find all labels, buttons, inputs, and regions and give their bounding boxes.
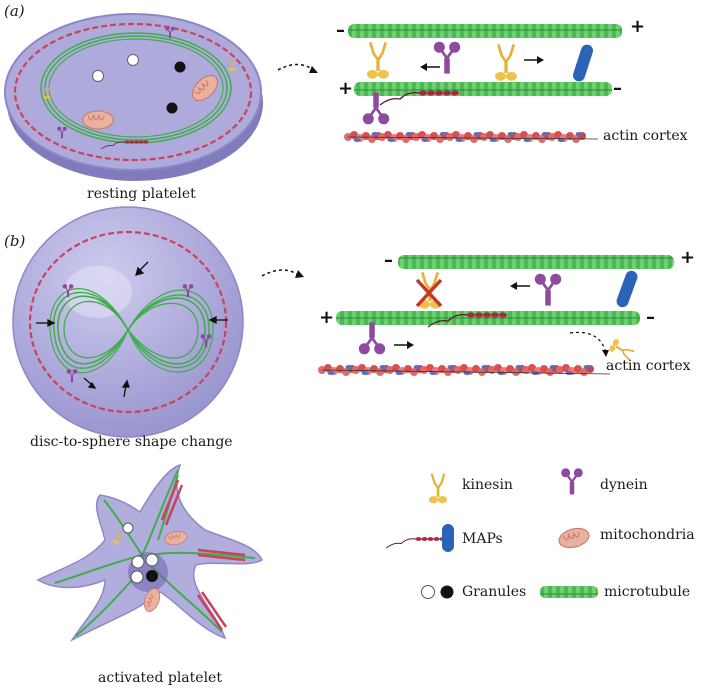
actin-cortex-label-a: actin cortex	[603, 128, 688, 144]
plus-end-bottom-a: +	[338, 78, 354, 99]
minus-end-top-a: –	[336, 20, 345, 41]
actin-cortex-b	[318, 364, 594, 376]
legend-map-blue-icon	[442, 524, 454, 552]
dynein-a2	[361, 91, 391, 126]
map-blue-a	[572, 44, 594, 82]
panel-b-zoom	[318, 255, 674, 376]
actin-cortex-label-b: actin cortex	[606, 358, 691, 374]
legend-granule-black-icon	[440, 585, 454, 599]
resting-platelet-disc	[4, 13, 263, 181]
map-blue-b	[616, 270, 638, 308]
microtubule-bottom-b	[336, 311, 640, 325]
kinesin-a2	[493, 43, 519, 83]
minus-end-bottom-b: –	[646, 307, 655, 328]
legend-maps-label: MAPs	[462, 531, 503, 547]
legend-granules-label: Granules	[462, 584, 527, 600]
plus-end-top-b: +	[680, 247, 696, 268]
legend-dynein-label: dynein	[600, 477, 648, 493]
legend-granule-white-icon	[421, 585, 435, 599]
legend-microtubule-label: microtubule	[604, 584, 691, 600]
zoom-arrow-head-b	[295, 270, 304, 278]
panel-label-b: (b)	[4, 232, 26, 250]
release-arrow	[569, 331, 607, 354]
caption-resting-platelet: resting platelet	[87, 186, 196, 202]
panel-label-a: (a)	[4, 2, 25, 20]
microtubule-top-a	[348, 24, 622, 38]
legend-mitochondria-label: mitochondria	[600, 527, 695, 543]
legend-dynein-icon	[560, 467, 584, 496]
legend-microtubule-icon	[540, 586, 598, 598]
minus-end-bottom-a: –	[613, 78, 622, 99]
kinesin-a1	[365, 41, 391, 81]
panel-a-zoom	[344, 24, 622, 143]
legend-map-chain-icon	[385, 536, 446, 549]
blocked-cross	[415, 278, 443, 308]
dynein-b2	[357, 321, 387, 356]
legend-mitochondria-icon	[556, 524, 592, 552]
caption-activated-platelet: activated platelet	[98, 670, 222, 686]
dynein-a1	[432, 40, 462, 75]
legend	[385, 467, 598, 599]
legend-kinesin-icon	[427, 472, 449, 505]
microtubule-bottom-a	[354, 82, 612, 96]
zoom-arrow-b	[261, 269, 301, 277]
minus-end-top-b: –	[384, 250, 393, 271]
dynein-b1	[533, 272, 563, 307]
plus-end-bottom-b: +	[319, 307, 335, 328]
legend-kinesin-label: kinesin	[462, 477, 513, 493]
activated-platelet	[36, 463, 263, 643]
zoom-arrow-head-a	[309, 66, 318, 73]
caption-disc-to-sphere: disc-to-sphere shape change	[30, 434, 233, 450]
microtubule-top-b	[398, 255, 674, 269]
plus-end-top-a: +	[630, 16, 646, 37]
sphere-platelet	[12, 206, 244, 438]
